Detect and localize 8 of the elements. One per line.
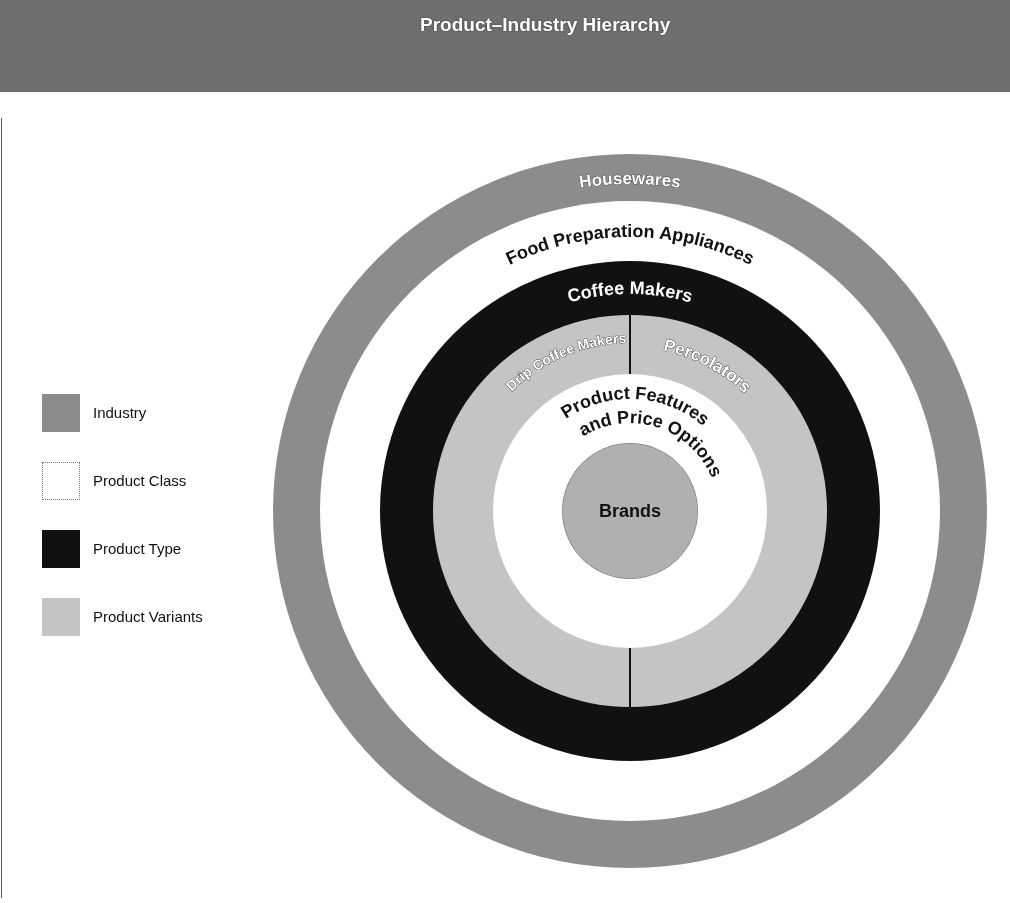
- title: Product–Industry Hierarchy: [420, 14, 671, 36]
- ring-label: Coffee Makers: [565, 277, 695, 307]
- legend-label: Product Type: [93, 540, 182, 557]
- legend-label: Industry: [93, 404, 147, 421]
- center-label: Brands: [599, 500, 661, 522]
- legend-label: Product Variants: [93, 608, 203, 625]
- ring-label: Housewares: [578, 168, 683, 192]
- legend-label: Product Class: [93, 472, 187, 489]
